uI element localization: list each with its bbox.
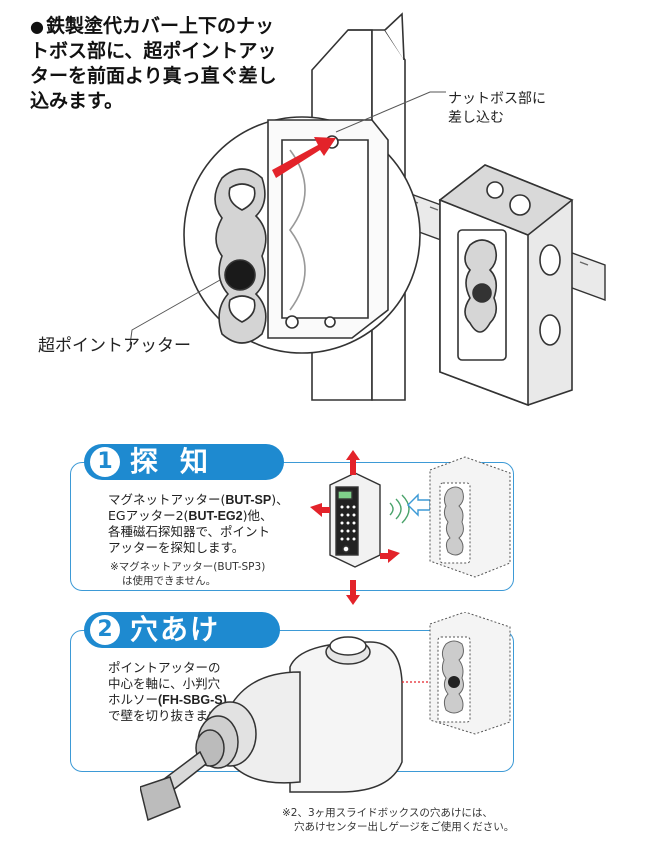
step1-line2-suffix: )他、 [242, 508, 273, 523]
step1-title: 探知 [130, 445, 231, 478]
footnote-line2: 穴あけセンター出しゲージをご使用ください。 [294, 821, 515, 833]
step2-line1: ポイントアッターの [108, 660, 221, 675]
step2-title: 穴あけ [130, 613, 221, 646]
step2-line2: 中心を軸に、小判穴 [108, 676, 221, 691]
wall-box [429, 456, 511, 578]
bullet-icon: ● [30, 17, 44, 36]
adapter-label: 超ポイントアッター [38, 336, 191, 356]
intro-body: 鉄製塗代カバー上下のナットボス部に、超ポイントアッターを前面より真っ直ぐ差し込み… [30, 15, 277, 112]
target-center [448, 676, 460, 688]
step1-line1-suffix: )、 [271, 492, 289, 507]
installation-illustration [129, 12, 606, 407]
direction-arrow [407, 493, 431, 517]
nut-boss-line1: ナットボス部に [448, 91, 546, 107]
scan-direction-arrows [310, 450, 400, 605]
step2-line3-prefix: ホルソー [108, 692, 159, 707]
step1-line2-prefix: EGアッター2( [108, 508, 189, 523]
step2-illustration [140, 612, 511, 822]
step2-title-badge: 2 穴あけ [84, 612, 280, 648]
insert-arrow [272, 137, 336, 178]
step1-line3: 各種磁石探知器で、ポイント [108, 524, 271, 539]
footnote-line1: ※2、3ヶ用スライドボックスの穴あけには、 [282, 807, 493, 819]
step2-description: ポイントアッターの 中心を軸に、小判穴 ホルソー(FH-SBG-S) で壁を切り… [108, 660, 268, 724]
zoom-detail [214, 119, 389, 344]
step1-code-but-sp: BUT-SP [225, 493, 272, 507]
step1-note-line2: は使用できません。 [122, 575, 217, 587]
step1-number: 1 [90, 447, 120, 477]
step2-line4: で壁を切り抜きます。 [108, 708, 232, 723]
step1-line4: アッターを探知します。 [108, 540, 245, 555]
signal-waves [389, 494, 410, 524]
step1-code-but-eg2: BUT-EG2 [188, 509, 243, 523]
hole-saw-tool [140, 636, 403, 822]
step2-code-fh-sbg-s: (FH-SBG-S) [158, 693, 227, 707]
magnet-detector [329, 472, 381, 568]
nut-boss-line2: 差し込む [448, 110, 504, 126]
intro-text: ●鉄製塗代カバー上下のナットボス部に、超ポイントアッターを前面より真っ直ぐ差し込… [30, 14, 290, 114]
nut-boss-callout: ナットボス部に 差し込む [448, 90, 598, 128]
step1-note-line1: ※マグネットアッター(BUT-SP3) [110, 561, 266, 573]
step1-illustration [310, 450, 511, 605]
leader-line-adapter [129, 279, 221, 346]
footnote: ※2、3ヶ用スライドボックスの穴あけには、 穴あけセンター出しゲージをご使用くだ… [282, 806, 532, 834]
leader-line-nut [335, 91, 446, 133]
step2-number: 2 [90, 615, 120, 645]
step1-description: マグネットアッター(BUT-SP)、 EGアッター2(BUT-EG2)他、 各種… [108, 492, 318, 556]
step1-title-badge: 1 探知 [84, 444, 284, 480]
step1-line1-prefix: マグネットアッター( [108, 492, 226, 507]
embedded-adapter [443, 486, 464, 556]
step1-note: ※マグネットアッター(BUT-SP3) は使用できません。 [110, 560, 310, 588]
switch-box [438, 164, 574, 407]
target-box [429, 612, 511, 735]
